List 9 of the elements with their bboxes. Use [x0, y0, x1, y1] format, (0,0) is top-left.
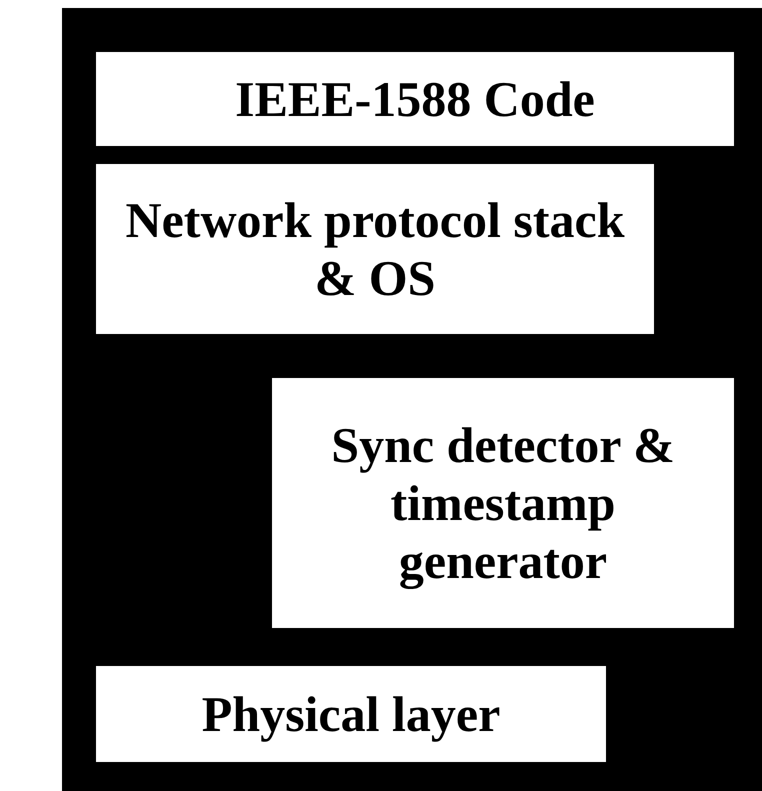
layer-box — [96, 52, 734, 146]
layer-box — [272, 378, 734, 628]
layer-label: Sync detector & timestamp generator — [330, 416, 676, 590]
layer-box — [96, 666, 606, 762]
layer-label: Network protocol stack & OS — [125, 191, 625, 307]
layer-label: IEEE-1588 Code — [235, 70, 595, 128]
layer-label: Physical layer — [202, 685, 500, 743]
layer-box — [96, 164, 654, 334]
panel-background — [62, 8, 762, 791]
